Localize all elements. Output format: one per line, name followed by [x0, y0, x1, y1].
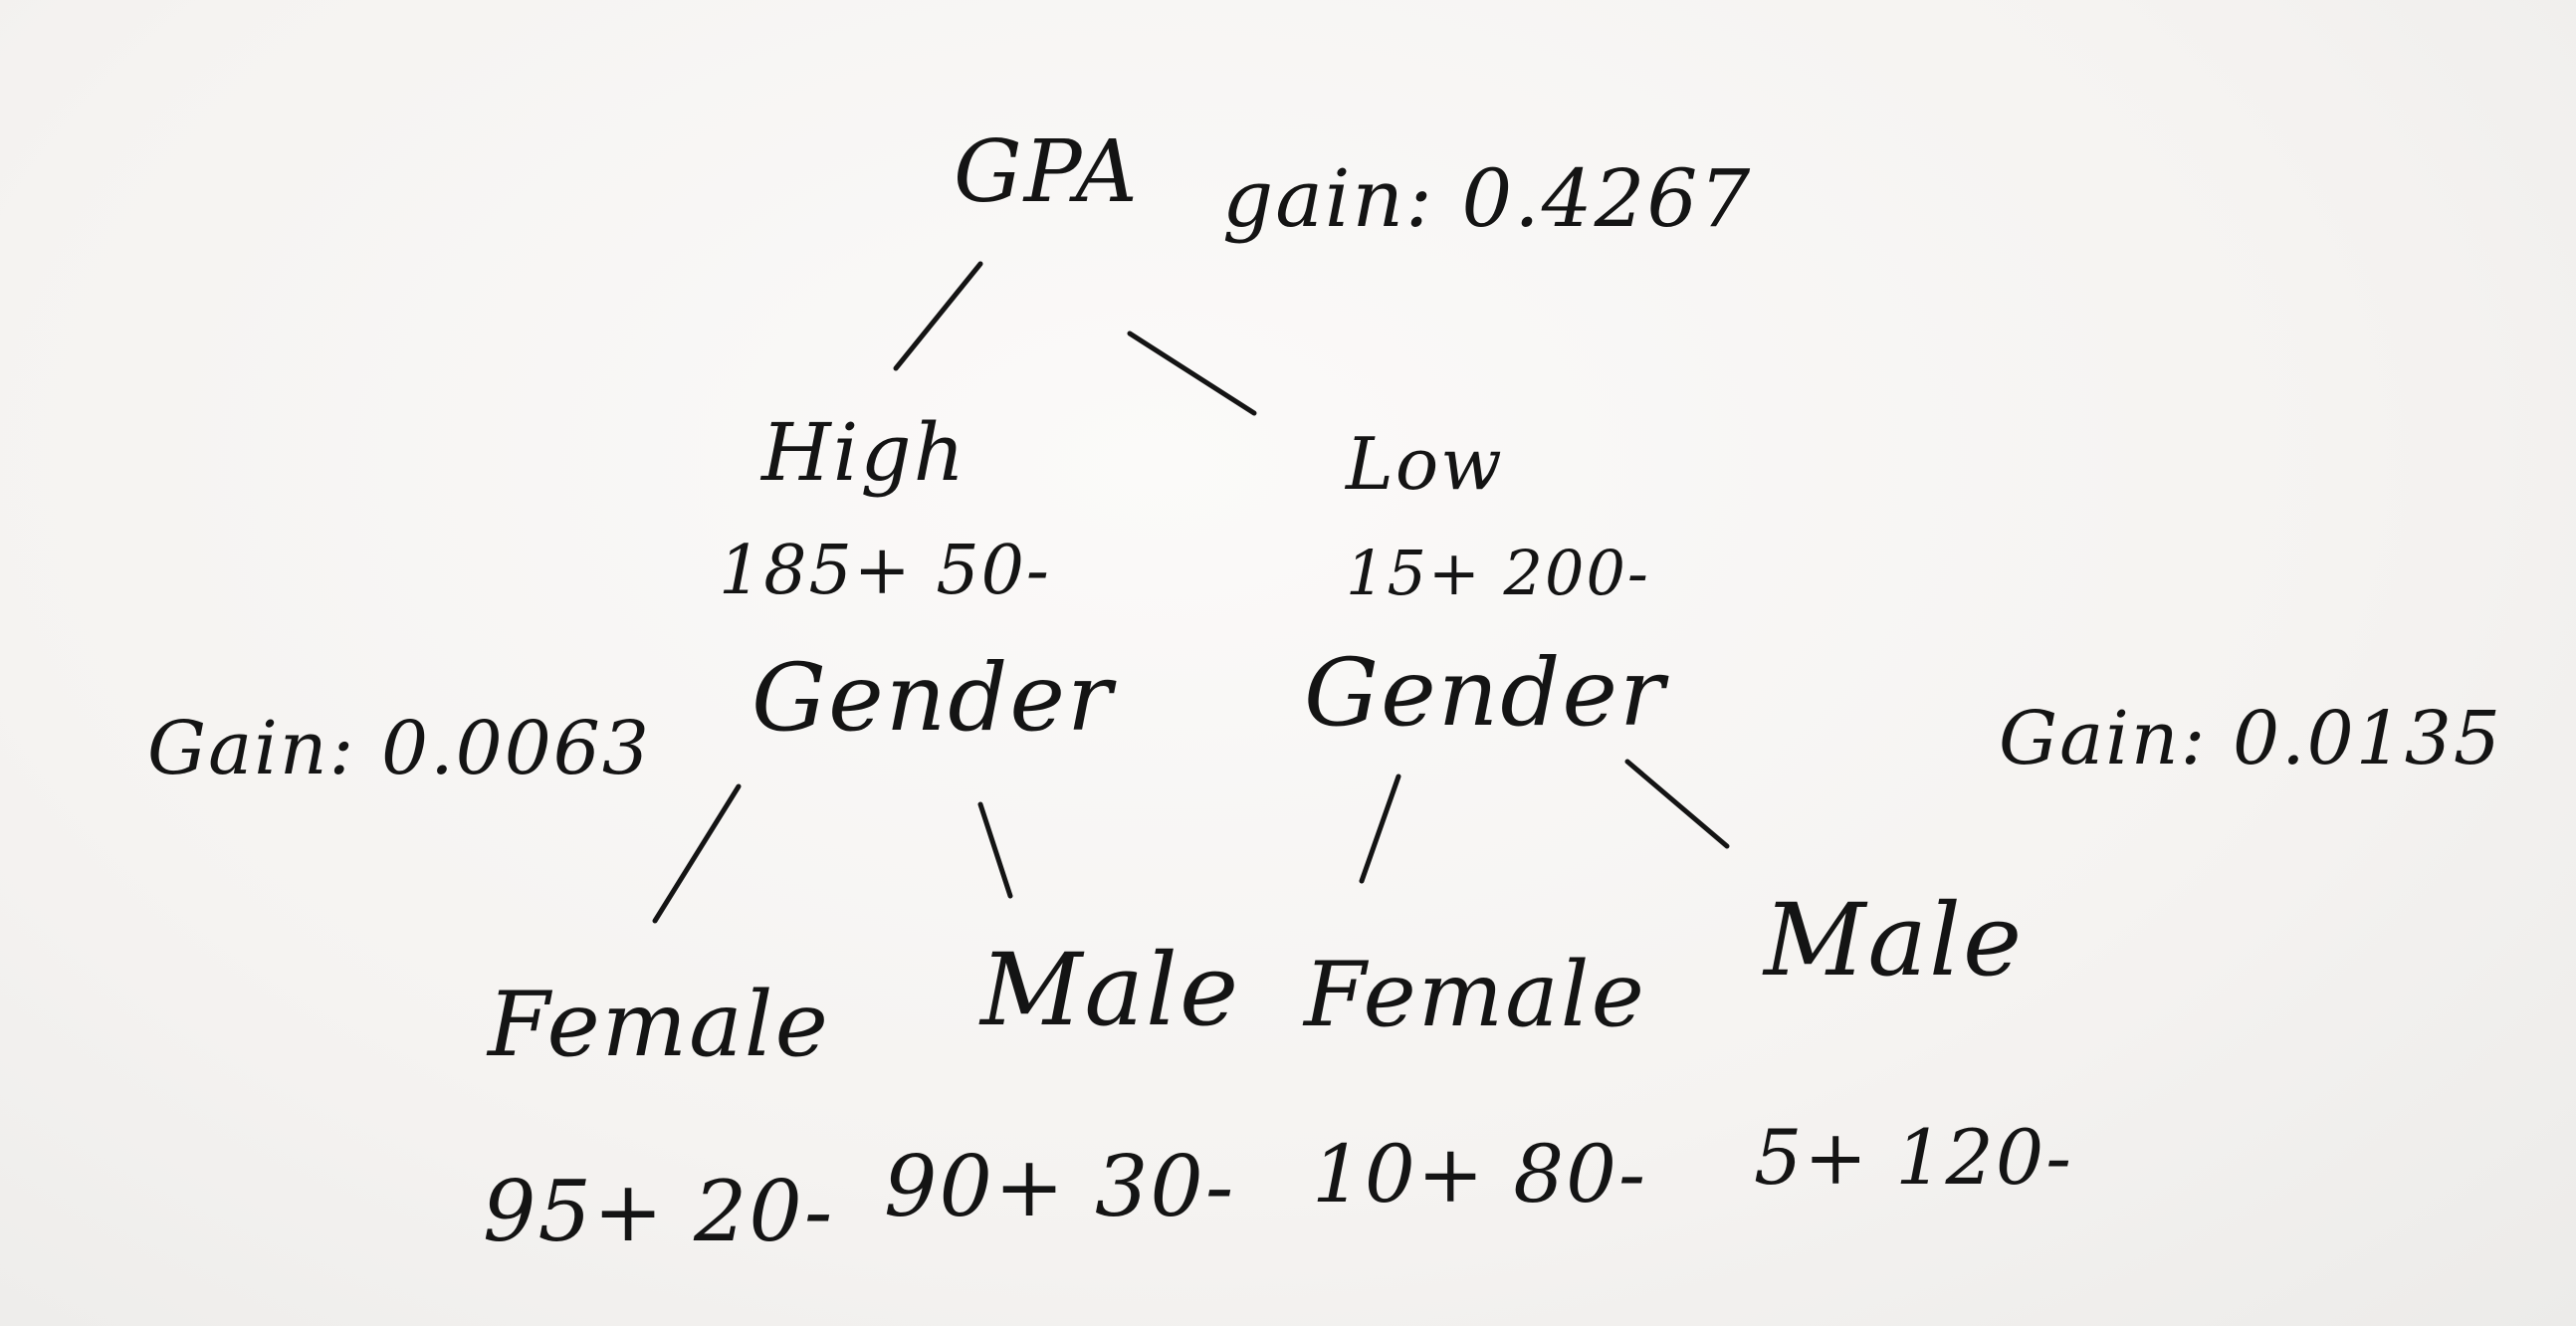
branch-high-label: High [761, 406, 967, 499]
branch-low-label: Low [1346, 422, 1504, 506]
branch-low-counts: 15+ 200- [1346, 537, 1650, 609]
leaf-low-male-counts: 5+ 120- [1754, 1113, 2073, 1202]
leaf-low-female-label: Female [1304, 943, 1646, 1047]
leaf-high-male-label: Male [980, 932, 1241, 1048]
leaf-low-female-counts: 10+ 80- [1312, 1128, 1648, 1220]
leaf-high-male-counts: 90+ 30- [884, 1138, 1236, 1235]
high-split-gender-label: Gender [751, 644, 1114, 753]
edge-root-low [1127, 331, 1257, 416]
leaf-high-female-label: Female [488, 973, 830, 1077]
root-node-label: GPA [954, 122, 1140, 222]
edge-high-gender-female [652, 783, 742, 924]
high-gain-label: Gain: 0.0063 [147, 706, 651, 791]
edge-root-high [893, 261, 983, 371]
low-split-gender-label: Gender [1304, 639, 1666, 748]
leaf-high-female-counts: 95+ 20- [483, 1163, 835, 1260]
leaf-low-male-label: Male [1764, 882, 2025, 998]
edge-low-gender-female [1359, 774, 1401, 884]
edge-high-gender-male [977, 801, 1013, 899]
edge-low-gender-male [1624, 759, 1730, 849]
low-gain-label: Gain: 0.0135 [1999, 696, 2502, 781]
root-gain-label: gain: 0.4267 [1222, 152, 1753, 245]
branch-high-counts: 185+ 50- [719, 532, 1051, 610]
